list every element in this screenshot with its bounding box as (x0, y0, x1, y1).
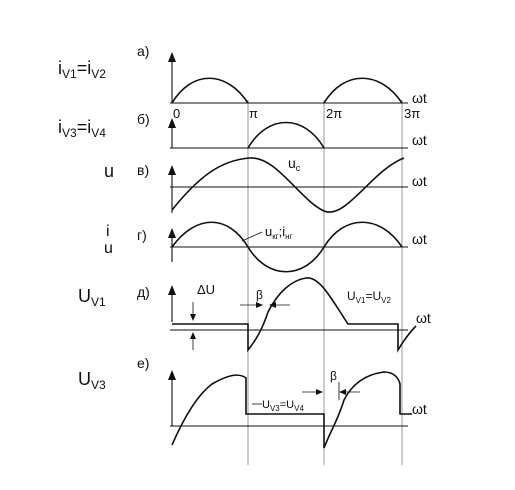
label-ukg-ing: uкг;iнг (265, 224, 293, 241)
label-uv3-uv4: UV3=UV4 (262, 399, 304, 413)
label-delta-u: ΔU (197, 282, 215, 297)
panel-v-voltage-curve (171, 157, 405, 213)
panel-v: u в) uc ωt (104, 155, 427, 213)
label-beta1: β (256, 288, 263, 302)
panel-g: i u г) uкг;iнг ωt (104, 221, 427, 273)
panel-g-label-i: i (106, 223, 110, 240)
panel-b-label: iV3=iV4 (58, 117, 106, 140)
delta-u-arrow-up (190, 332, 196, 339)
panel-d-y-arrow (168, 285, 176, 295)
panel-v-y-arrow (168, 165, 176, 175)
panel-d-axis-label: ωt (416, 310, 431, 326)
panel-g-voltage-curve (171, 221, 403, 273)
beta2-arrow-right (339, 389, 346, 395)
panel-v-axis-label: ωt (412, 173, 427, 189)
beta1-arrow-left (256, 302, 263, 308)
panel-e-label: UV3 (78, 369, 106, 392)
panel-g-letter: г) (137, 227, 147, 243)
panel-e: UV3 е) β UV3=UV4 ωt (78, 355, 427, 449)
panel-e-voltage-curve (171, 371, 412, 449)
panel-v-label: u (104, 161, 114, 181)
panel-g-leader (241, 231, 263, 242)
beta2-arrow-left (316, 389, 323, 395)
panel-g-axis-label: ωt (412, 231, 427, 247)
panel-a-y-arrow (168, 52, 176, 62)
tick-2pi: 2π (326, 106, 342, 121)
panel-d-voltage-curve (172, 277, 417, 353)
panel-d-letter: д) (137, 284, 150, 300)
delta-u-arrow-down (190, 314, 196, 321)
panel-g-y-arrow (168, 228, 176, 238)
panel-b-current-curve (247, 121, 325, 149)
tick-3pi: 3π (404, 106, 420, 121)
label-uc: uc (288, 155, 301, 173)
panel-d: UV1 д) ΔU β UV1=UV2 ωt (78, 277, 431, 353)
label-beta2: β (330, 369, 337, 383)
tick-0: 0 (173, 106, 180, 121)
beta1-arrow-right (269, 302, 276, 308)
panel-b: iV3=iV4 б) ωt (58, 111, 427, 149)
label-uv1-uv2: UV1=UV2 (347, 289, 391, 305)
panel-a: iV1=iV2 а) ωt 0 π 2π 3π (58, 43, 427, 121)
panel-e-letter: е) (137, 355, 149, 371)
panel-a-letter: а) (137, 43, 149, 59)
panel-d-label: UV1 (78, 286, 106, 309)
panel-e-axis-label: ωt (412, 401, 427, 417)
panel-b-y-arrow (168, 118, 176, 128)
tick-pi: π (249, 106, 258, 121)
panel-g-label-u: u (104, 240, 113, 257)
panel-a-axis-label: ωt (412, 90, 427, 106)
panel-b-letter: б) (137, 111, 150, 127)
panel-a-current-curve (171, 77, 403, 104)
panel-v-letter: в) (137, 162, 149, 178)
panel-e-y-arrow (168, 370, 176, 380)
panel-b-axis-label: ωt (412, 132, 427, 148)
panel-a-label: iV1=iV2 (58, 58, 106, 81)
